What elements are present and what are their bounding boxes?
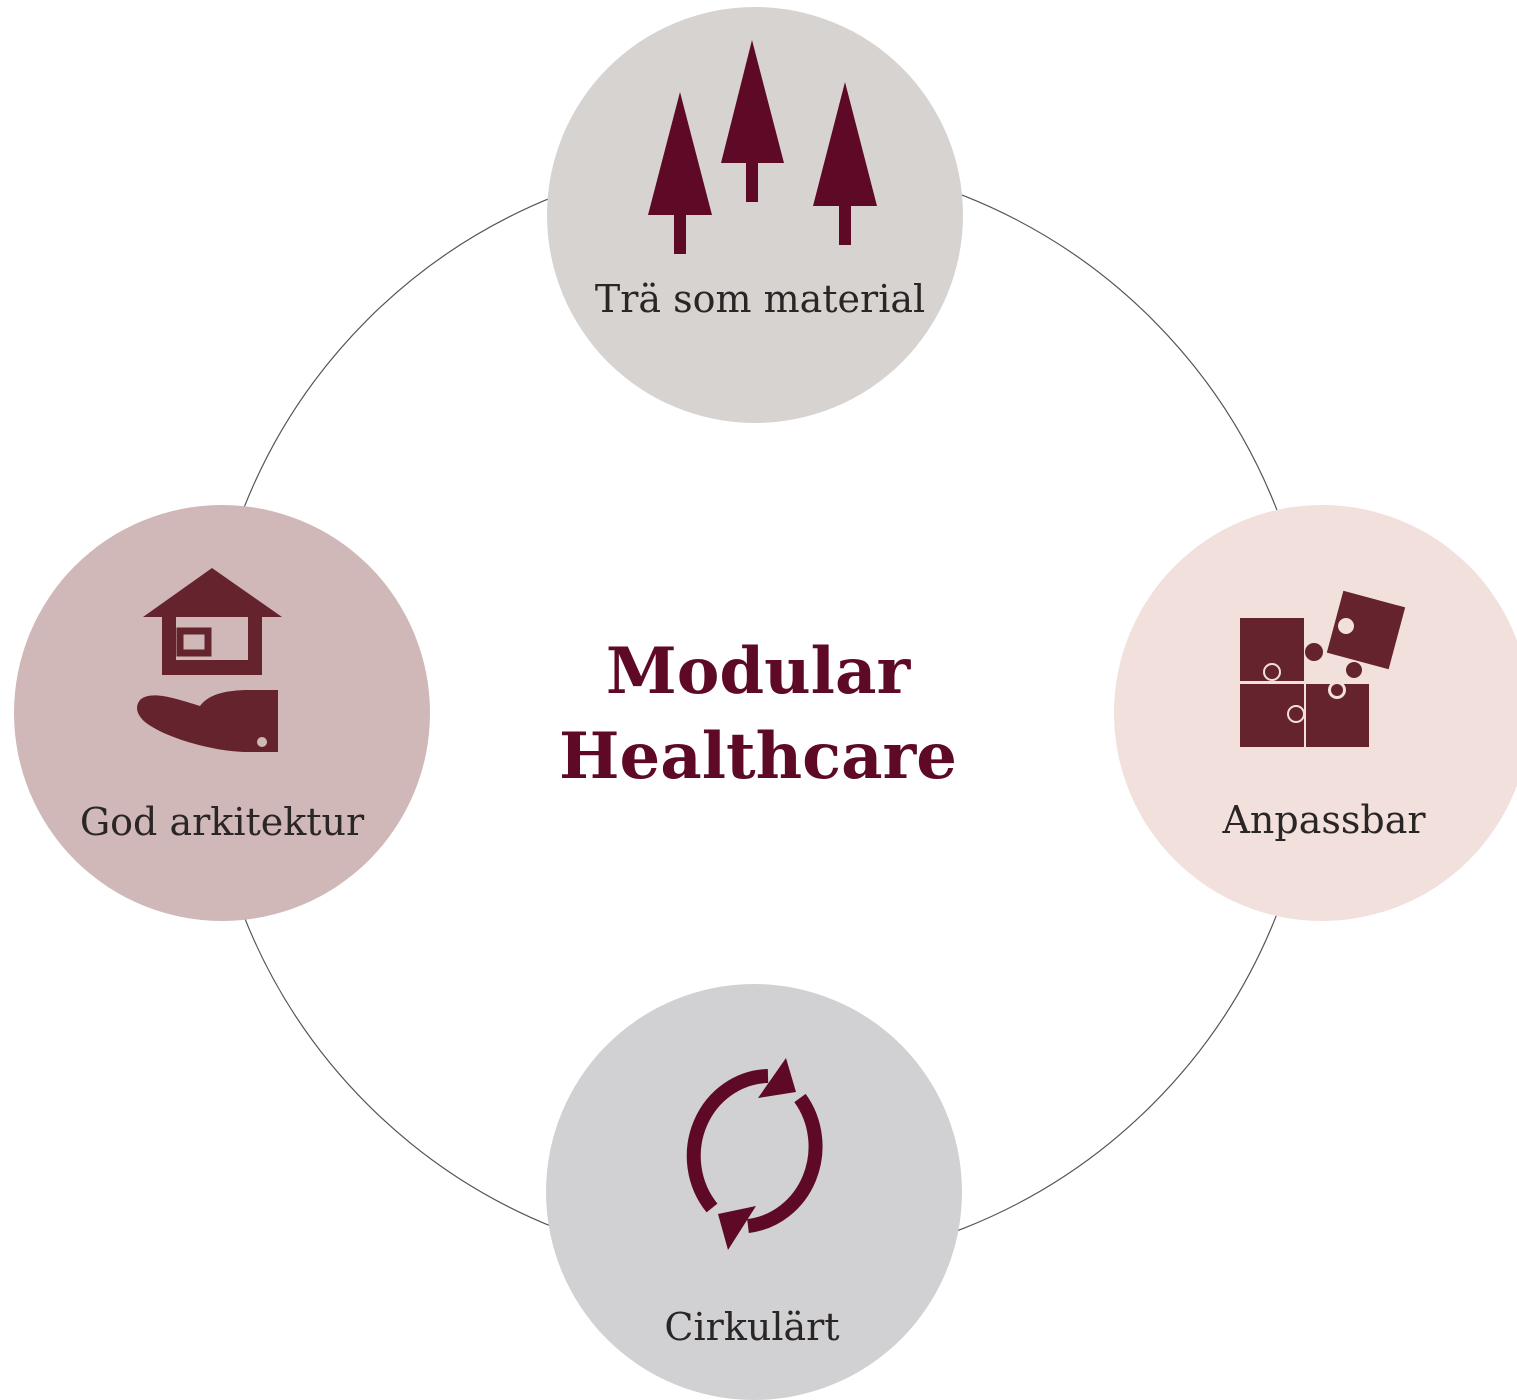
node-anpassbar: Anpassbar xyxy=(1114,505,1517,921)
center-title: Modular Healthcare xyxy=(559,634,957,794)
title-line-2: Healthcare xyxy=(559,719,957,794)
recycle-arrows-icon xyxy=(686,1058,823,1250)
node-circle-top xyxy=(547,7,963,423)
node-circle-bottom xyxy=(546,984,962,1400)
title-line-1: Modular xyxy=(606,634,912,709)
node-god-arkitektur: God arkitektur xyxy=(14,505,430,921)
house-in-hand-icon xyxy=(137,568,282,752)
node-tra-som-material: Trä som material xyxy=(547,7,963,423)
node-label-bottom: Cirkulärt xyxy=(664,1305,839,1349)
node-cirkulart: Cirkulärt xyxy=(546,984,962,1400)
puzzle-icon xyxy=(1240,590,1406,747)
node-label-left: God arkitektur xyxy=(80,800,365,844)
node-label-right: Anpassbar xyxy=(1221,798,1426,842)
trees-icon xyxy=(648,40,877,254)
node-label-top: Trä som material xyxy=(595,277,925,321)
